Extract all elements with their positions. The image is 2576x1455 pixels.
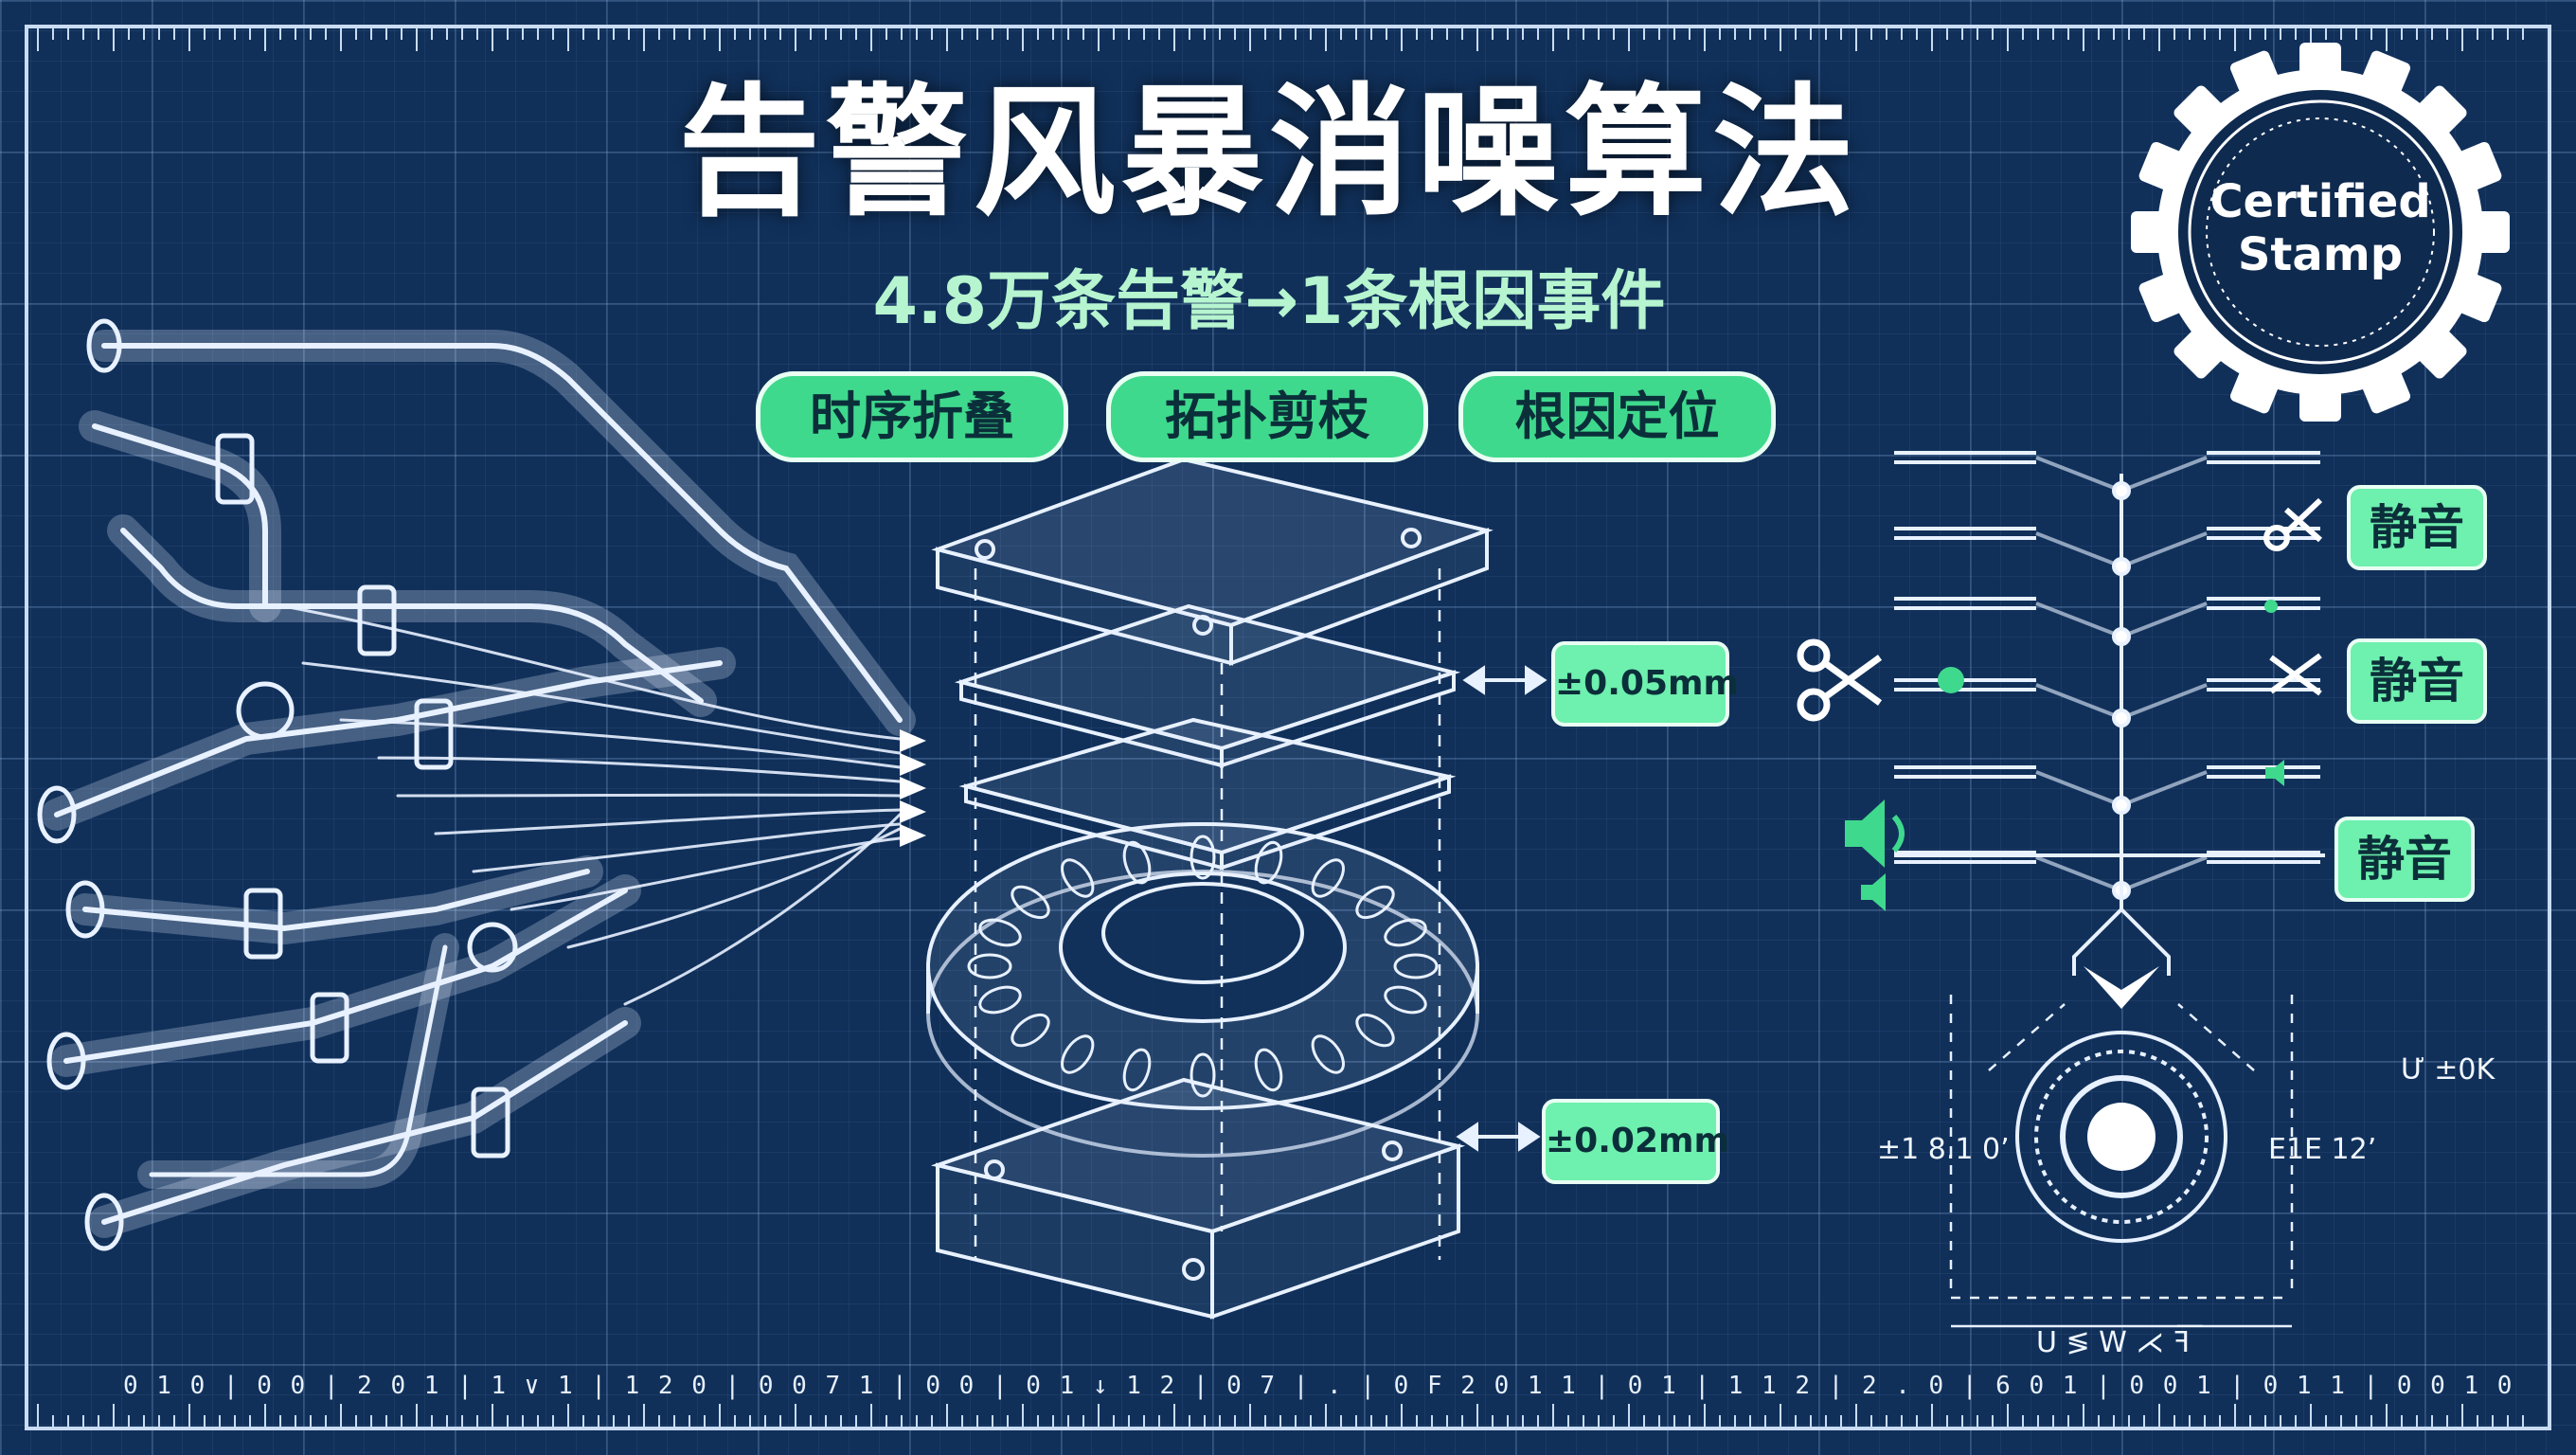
stamp-label: Certified Stamp [2207, 175, 2434, 281]
alarm-branch [2120, 770, 2208, 807]
ring-hole [1011, 885, 1050, 920]
speaker-icon [1861, 873, 1886, 911]
alarm-branch [2035, 602, 2122, 638]
ring-hole [1254, 1048, 1283, 1092]
ring-hole [1122, 1048, 1152, 1092]
ring-hole [1384, 985, 1427, 1015]
scissors-icon [2263, 497, 2323, 551]
alarm-branch [2035, 531, 2122, 568]
dimension-label-right: E1E 12ʼ [2268, 1133, 2377, 1166]
ring-hole [978, 985, 1022, 1015]
scissors-icon [1797, 638, 1883, 722]
alarm-branch [2035, 456, 2122, 493]
stamp-line-1: Certified [2209, 175, 2431, 228]
alarm-node [2112, 796, 2131, 815]
alarm-node [2112, 627, 2131, 646]
pill-root-cause: 根因定位 [1458, 371, 1776, 462]
pill-temporal-folding: 时序折叠 [756, 371, 1068, 462]
mute-badge-3: 静音 [2334, 817, 2475, 902]
ring-hole [1311, 1034, 1345, 1074]
speaker-icon [2265, 760, 2284, 786]
ring-hole [1393, 953, 1439, 979]
ring-hole [1190, 835, 1216, 880]
alarm-branch [2120, 602, 2208, 638]
alarm-branch [2035, 770, 2122, 807]
alarm-branch [2035, 855, 2122, 892]
ring-hole [978, 918, 1022, 947]
alarm-node [2112, 709, 2131, 728]
certified-stamp-icon [2131, 43, 2510, 422]
pipe-bundle-illustration [37, 318, 926, 1251]
ring-hole [1122, 840, 1152, 885]
bottom-ruler [37, 1404, 2524, 1427]
alarm-branch [2120, 456, 2208, 493]
mute-badge-1: 静音 [2347, 485, 2487, 570]
alarm-branch [2120, 855, 2208, 892]
ring-hole [1190, 1052, 1216, 1098]
tolerance-badge-top: ±0.05mm [1551, 641, 1739, 727]
green-node-icon [1938, 600, 2278, 693]
ring-hole [1311, 858, 1345, 898]
ring-hole [1355, 1013, 1395, 1048]
alarm-tree-diagram [1894, 451, 2325, 1328]
frame-border [25, 25, 2551, 1430]
layered-component-illustration [926, 457, 1547, 1320]
alarm-branch [2120, 531, 2208, 568]
ruler-markings: 0 1 0 | 0 0 | 2 0 1 | 1 ∨ 1 | 1 2 0 | 0 … [123, 1372, 2514, 1400]
ring-hole [967, 953, 1012, 979]
pill-topology-pruning: 拓扑剪枝 [1106, 371, 1428, 462]
ring-hole [1384, 918, 1427, 947]
scissors-icon [2269, 653, 2322, 696]
alarm-branch [2035, 683, 2122, 720]
ring-hole [1355, 885, 1395, 920]
ring-hole [1011, 1013, 1050, 1048]
alarm-node [2112, 557, 2131, 576]
dimension-label-left: ±1 8.1 0ʼ [1877, 1133, 2010, 1166]
page-title: 告警风暴消噪算法 [677, 71, 1860, 236]
tolerance-badge-bottom: ±0.02mm [1542, 1099, 1729, 1184]
speaker-icon [1845, 799, 1905, 868]
ring-hole [1254, 840, 1283, 885]
mute-badge-2: 静音 [2347, 638, 2487, 724]
ring-hole [1061, 1034, 1095, 1074]
alarm-node [2112, 481, 2131, 500]
ring-hole [1061, 858, 1095, 898]
page-subtitle: 4.8万条告警→1条根因事件 [872, 264, 1666, 339]
dimension-label-bottom: U ≶ W ⋌ ꟻ͞ [2036, 1326, 2191, 1359]
stamp-line-2: Stamp [2237, 228, 2404, 281]
alarm-branch [2120, 683, 2208, 720]
top-ruler [37, 28, 2524, 51]
dimension-label-top-right: Ư ±0K [2401, 1053, 2496, 1087]
